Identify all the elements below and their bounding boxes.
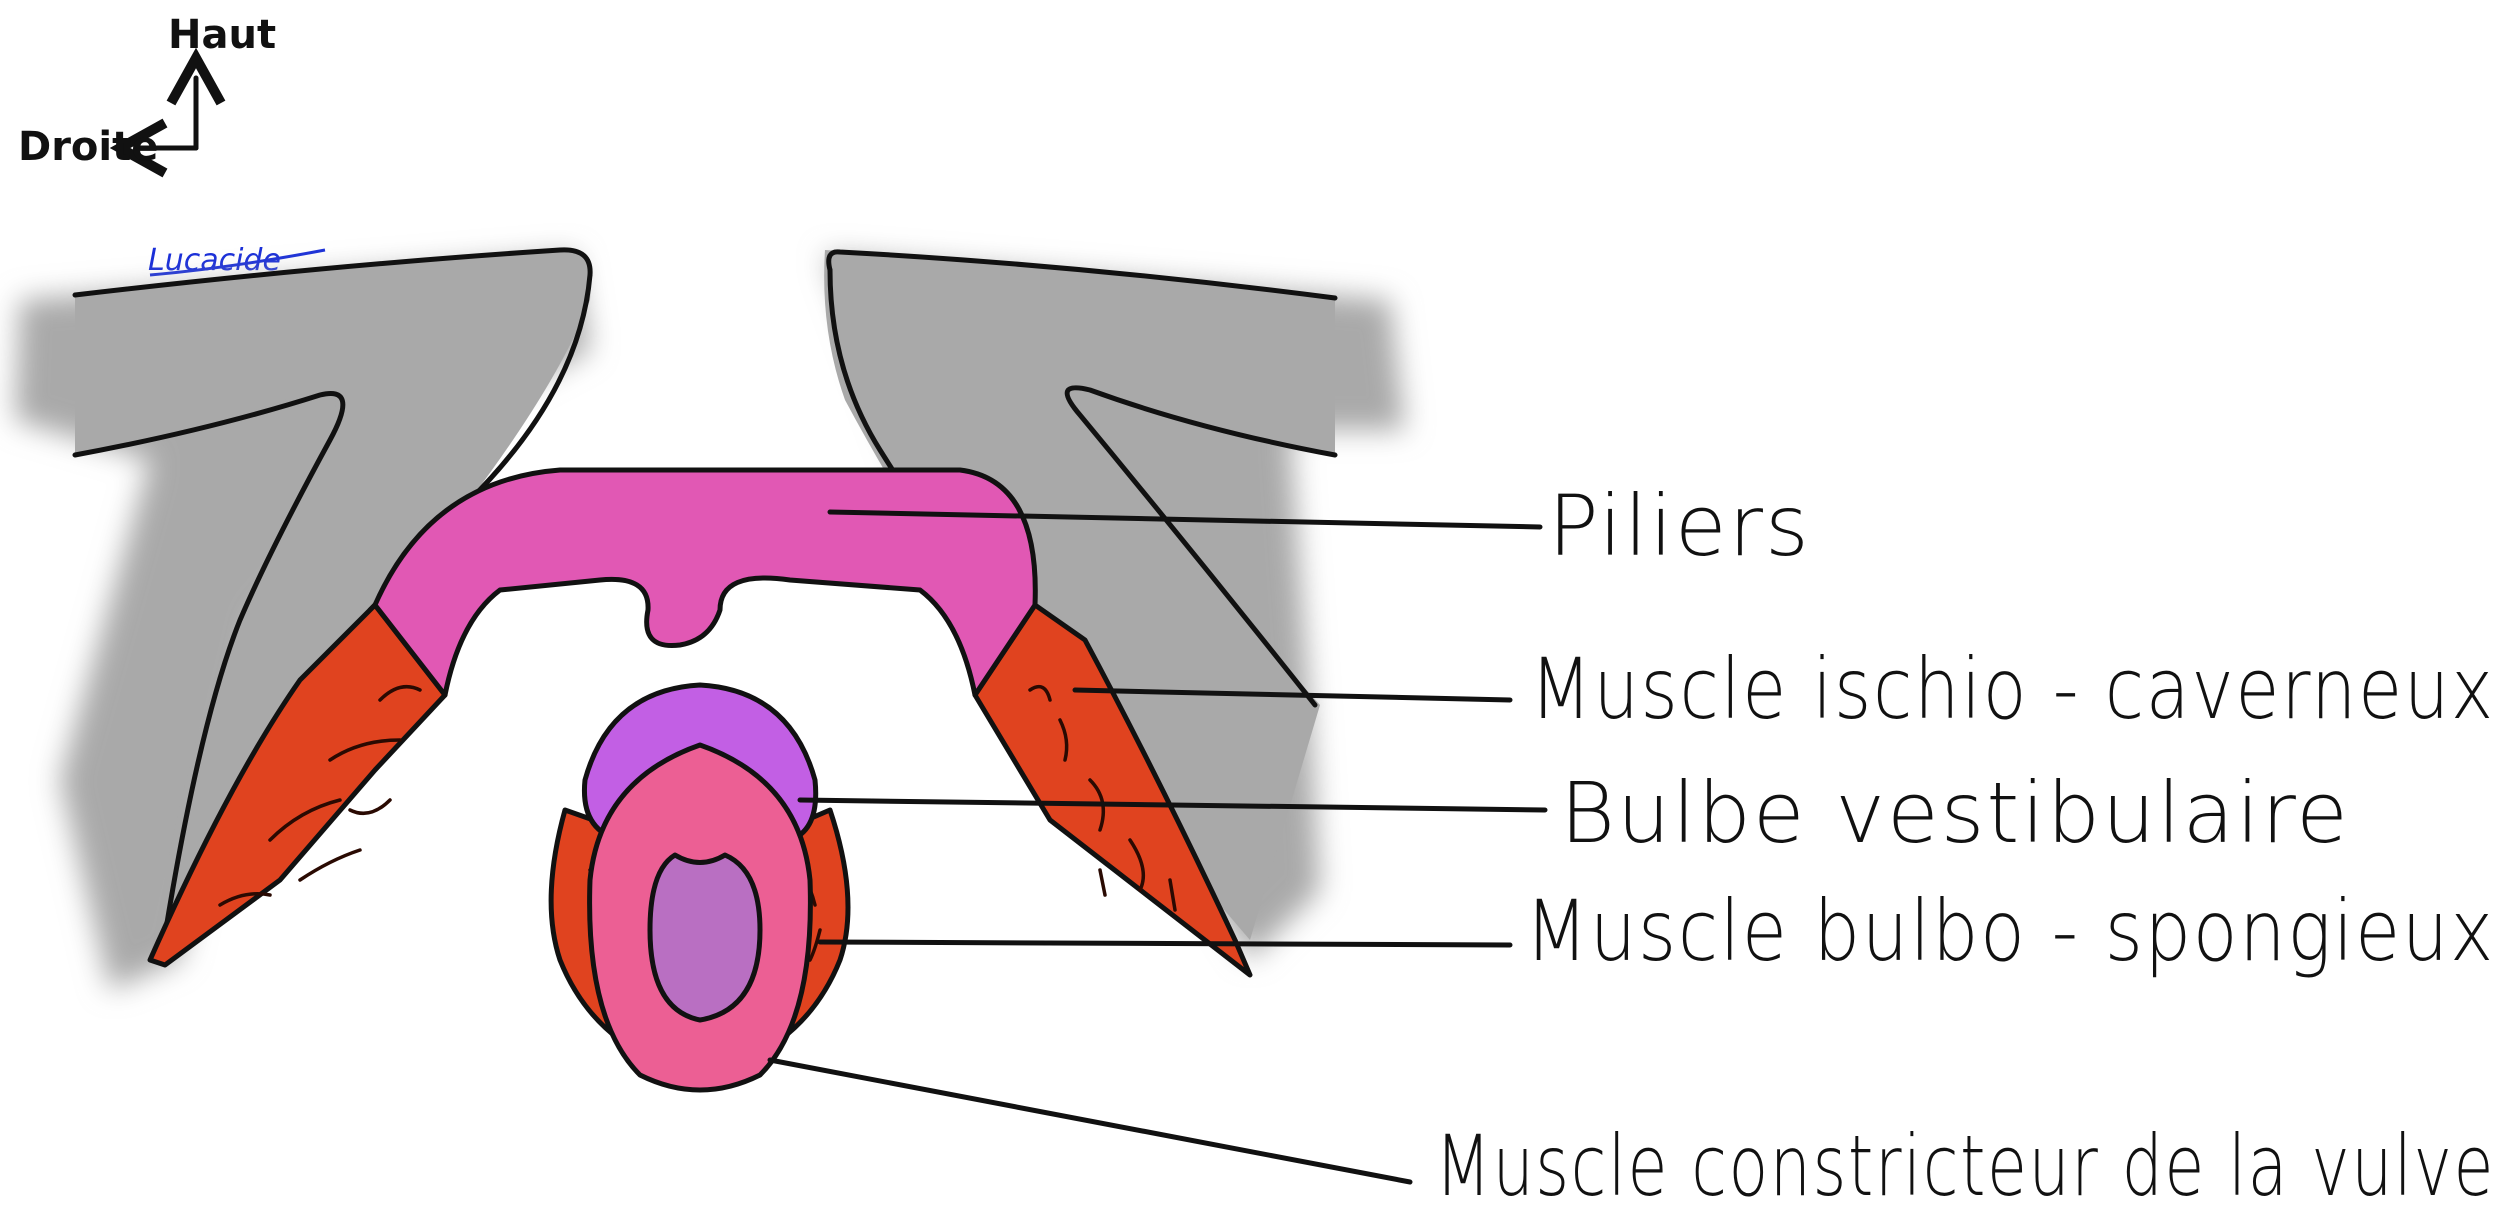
- label-bulbe-vestibulaire: Bulbe vestibulaire: [1560, 764, 2350, 862]
- label-ischio-caverneux: Muscle ischio - caverneux: [1530, 640, 2495, 738]
- label-piliers: Piliers: [1548, 477, 1811, 575]
- label-constricteur: Muscle constricteur de la vulve: [1435, 1117, 2495, 1210]
- leader-bulbo: [820, 942, 1510, 945]
- label-bulbo-spongieux: Muscle bulbo - spongieux: [1525, 882, 2495, 980]
- fiber: [300, 850, 360, 880]
- leader-constricteur: [770, 1060, 1410, 1182]
- labels: Piliers Muscle ischio - caverneux Bulbe …: [1435, 477, 2495, 1210]
- orientation-left-label: Droite: [18, 124, 158, 170]
- vaginal-opening: [650, 855, 760, 1020]
- orientation-compass: Haut Droite: [18, 12, 276, 170]
- fiber: [350, 800, 390, 813]
- fiber: [1100, 870, 1105, 895]
- piliers-arch: [375, 470, 1035, 695]
- orientation-up-label: Haut: [168, 12, 276, 58]
